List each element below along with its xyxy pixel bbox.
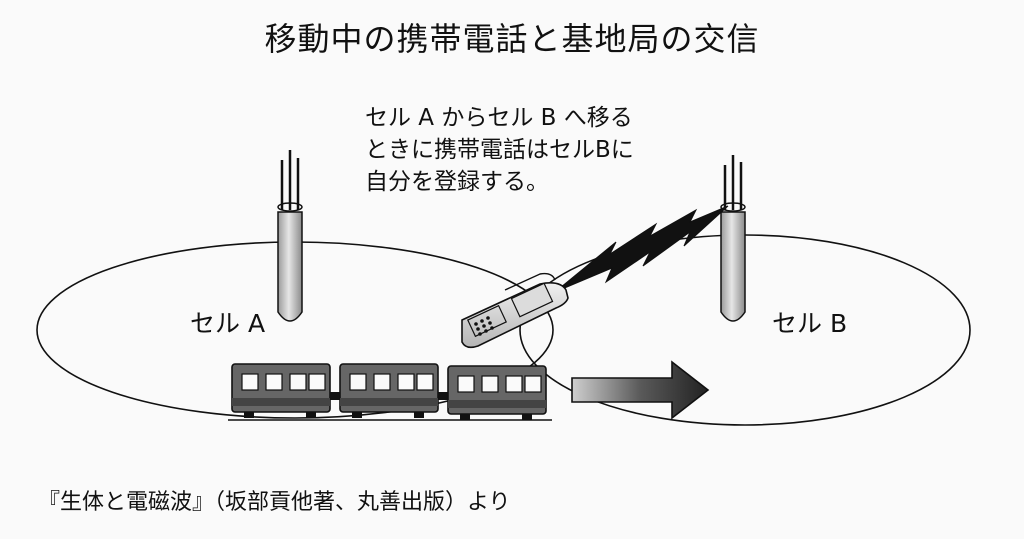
note-line-3: 自分を登録する。	[365, 169, 549, 195]
signal-bolt	[554, 205, 729, 293]
cell-b-tower	[720, 155, 746, 322]
note-line-1: セル A からセル B へ移る	[365, 105, 633, 131]
train-car-2	[339, 363, 439, 418]
handover-note: セル A からセル B へ移る ときに携帯電話はセルBに 自分を登録する。	[365, 102, 634, 198]
diagram-title: 移動中の携帯電話と基地局の交信	[264, 20, 760, 58]
note-line-2: ときに携帯電話はセルBに	[365, 137, 634, 163]
cell-b-label: セル B	[772, 309, 848, 338]
train-car-1	[231, 363, 331, 418]
mobile-phone	[461, 272, 569, 349]
source-citation: 『生体と電磁波』（坂部貢他著、丸善出版）より	[38, 490, 511, 515]
cell-a-label: セル A	[190, 309, 266, 338]
cell-a-tower	[277, 150, 303, 322]
train-car-3	[447, 365, 547, 420]
direction-arrow	[571, 360, 710, 420]
train	[228, 363, 552, 421]
